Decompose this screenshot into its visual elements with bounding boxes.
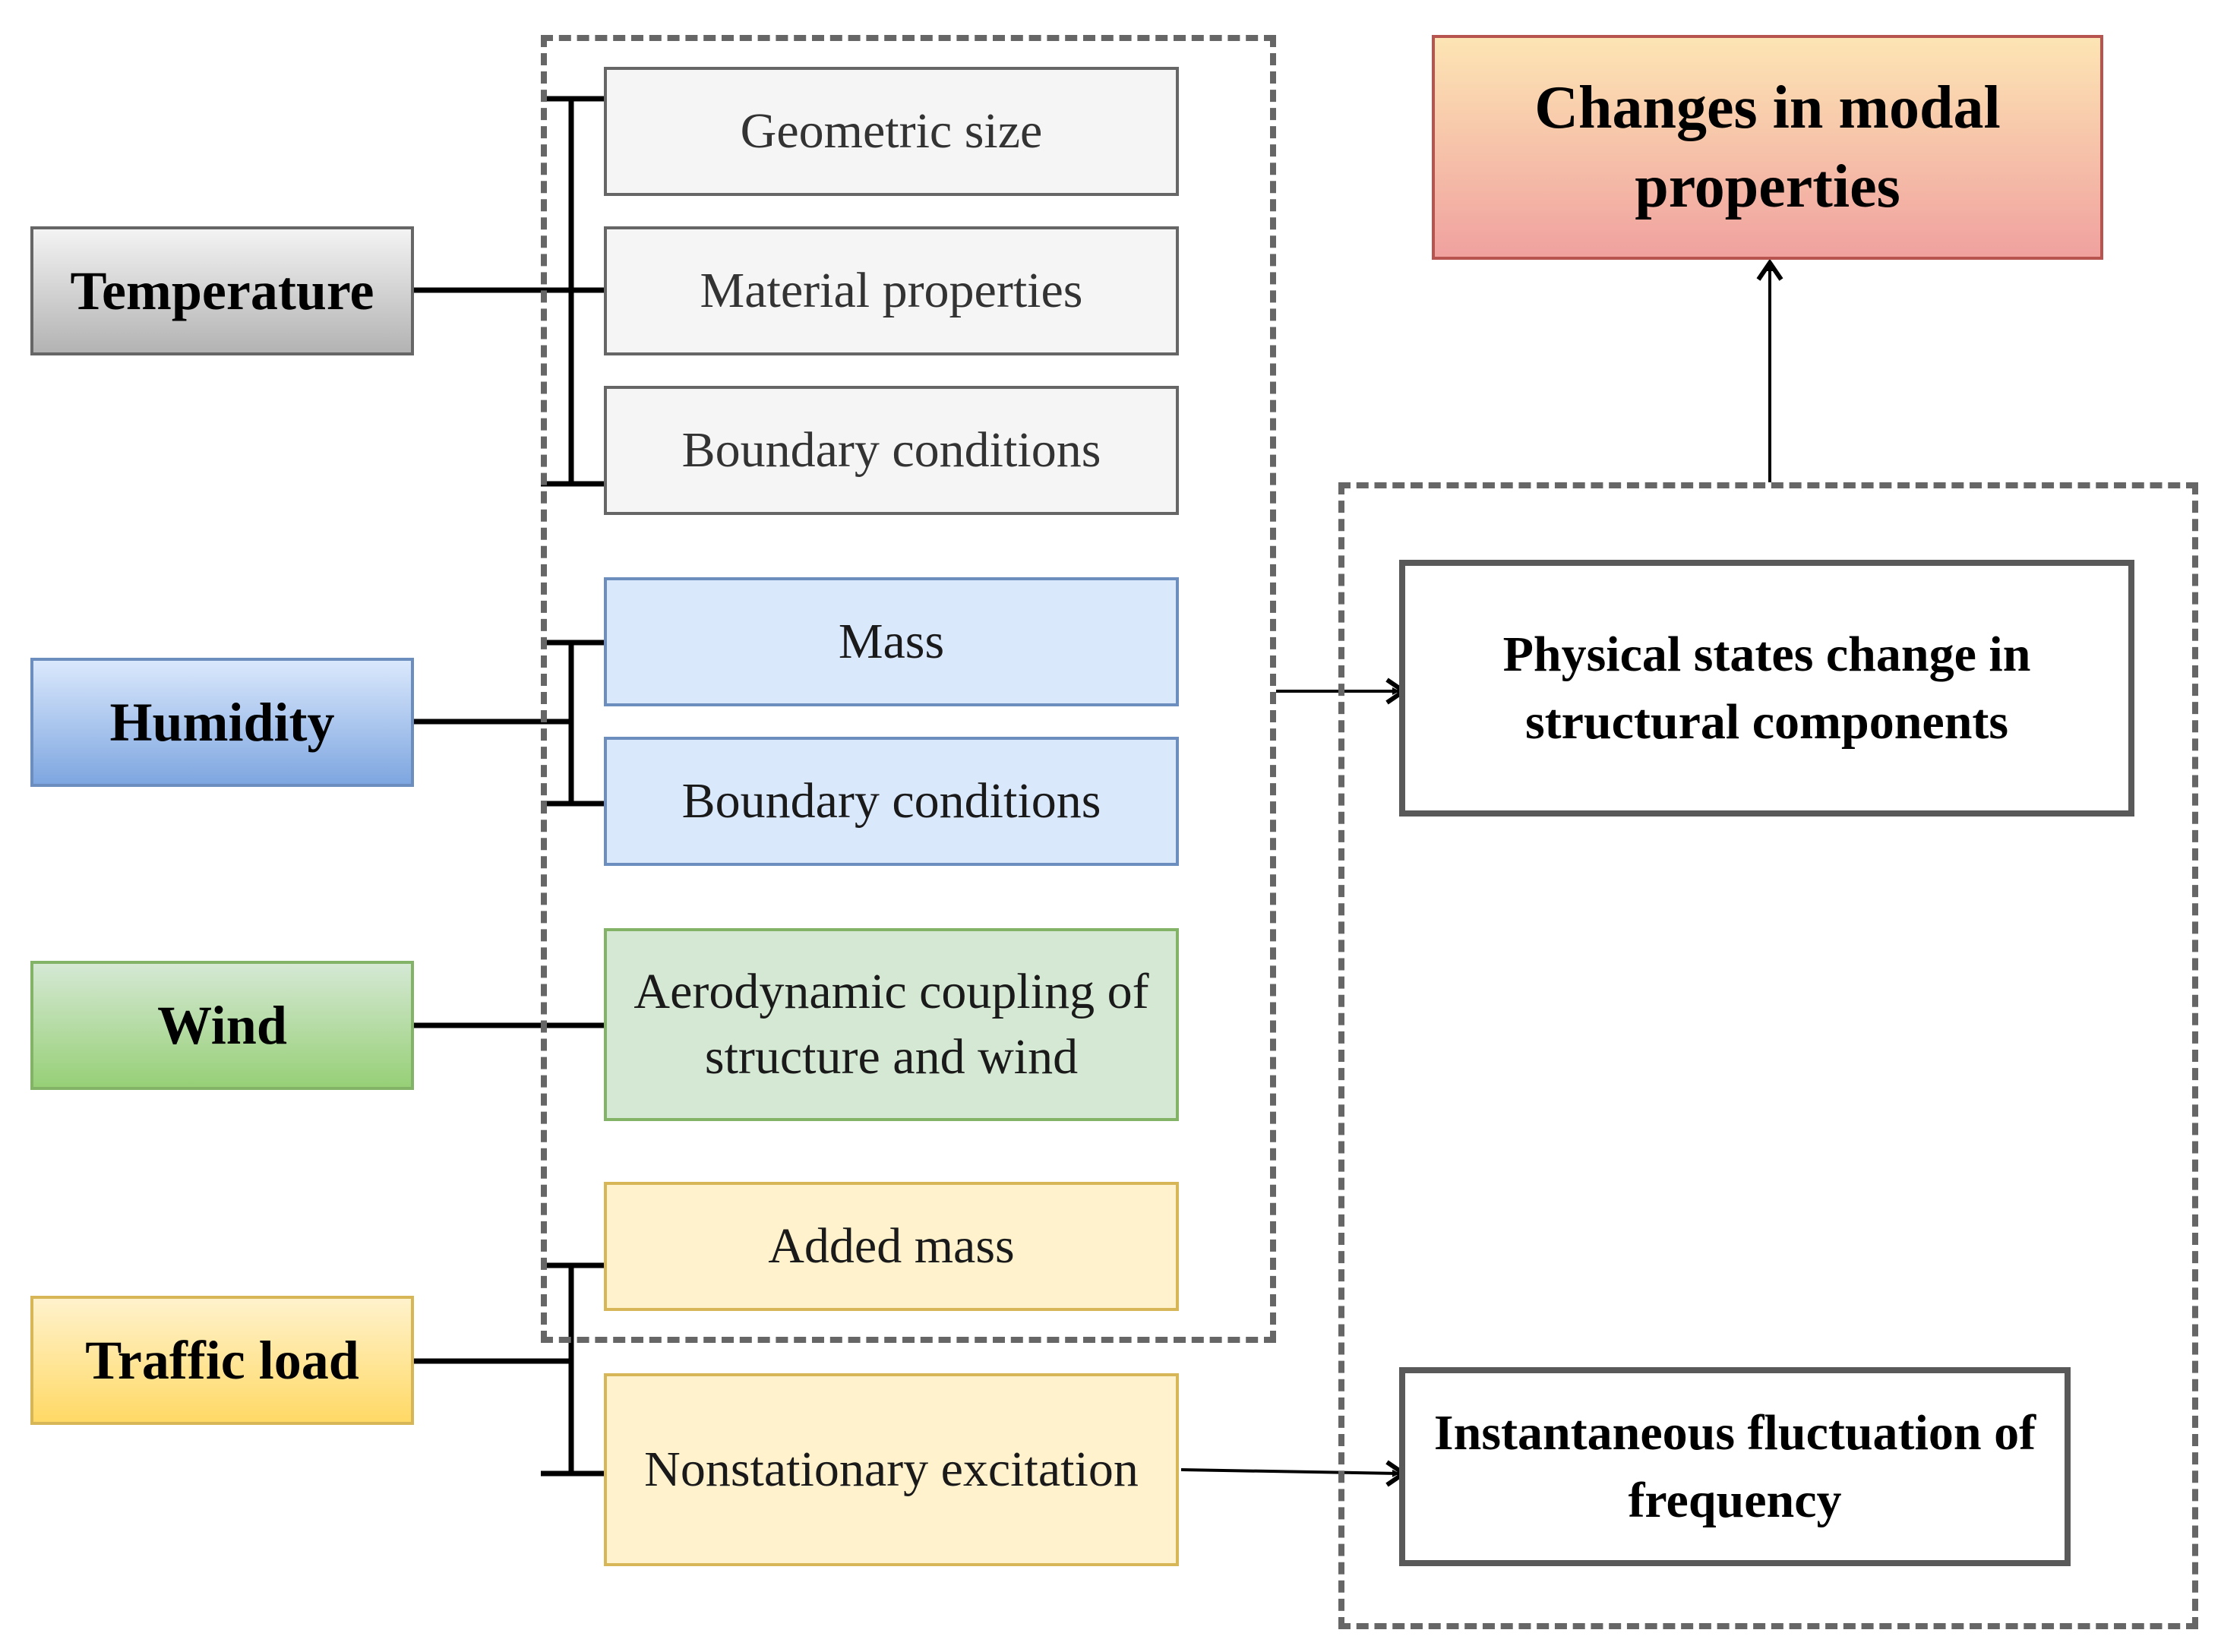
- effect-humidity-boundary-conditions: Boundary conditions: [604, 737, 1179, 866]
- effect-aerodynamic-coupling: Aerodynamic coupling of structure and wi…: [604, 928, 1179, 1121]
- effect-material-properties: Material properties: [604, 226, 1179, 355]
- effect-geometric-size: Geometric size: [604, 67, 1179, 196]
- outcomes-dashed-group: [1338, 482, 2198, 1629]
- factor-traffic-load: Traffic load: [30, 1296, 414, 1425]
- factor-wind: Wind: [30, 961, 414, 1090]
- factor-humidity: Humidity: [30, 658, 414, 787]
- effect-mass: Mass: [604, 577, 1179, 706]
- effects-dashed-group: [541, 35, 1276, 1343]
- arrow-modal-changes: [1756, 258, 1783, 281]
- effect-nonstationary-excitation: Nonstationary excitation: [604, 1373, 1179, 1566]
- factor-temperature: Temperature: [30, 226, 414, 355]
- outcome-physical-states: Physical states change in structural com…: [1399, 560, 2134, 817]
- effect-temperature-boundary-conditions: Boundary conditions: [604, 386, 1179, 515]
- effect-added-mass: Added mass: [604, 1182, 1179, 1311]
- result-modal-changes: Changes in modal properties: [1432, 35, 2103, 260]
- outcome-instantaneous-fluctuation: Instantaneous fluctuation of frequency: [1399, 1367, 2071, 1566]
